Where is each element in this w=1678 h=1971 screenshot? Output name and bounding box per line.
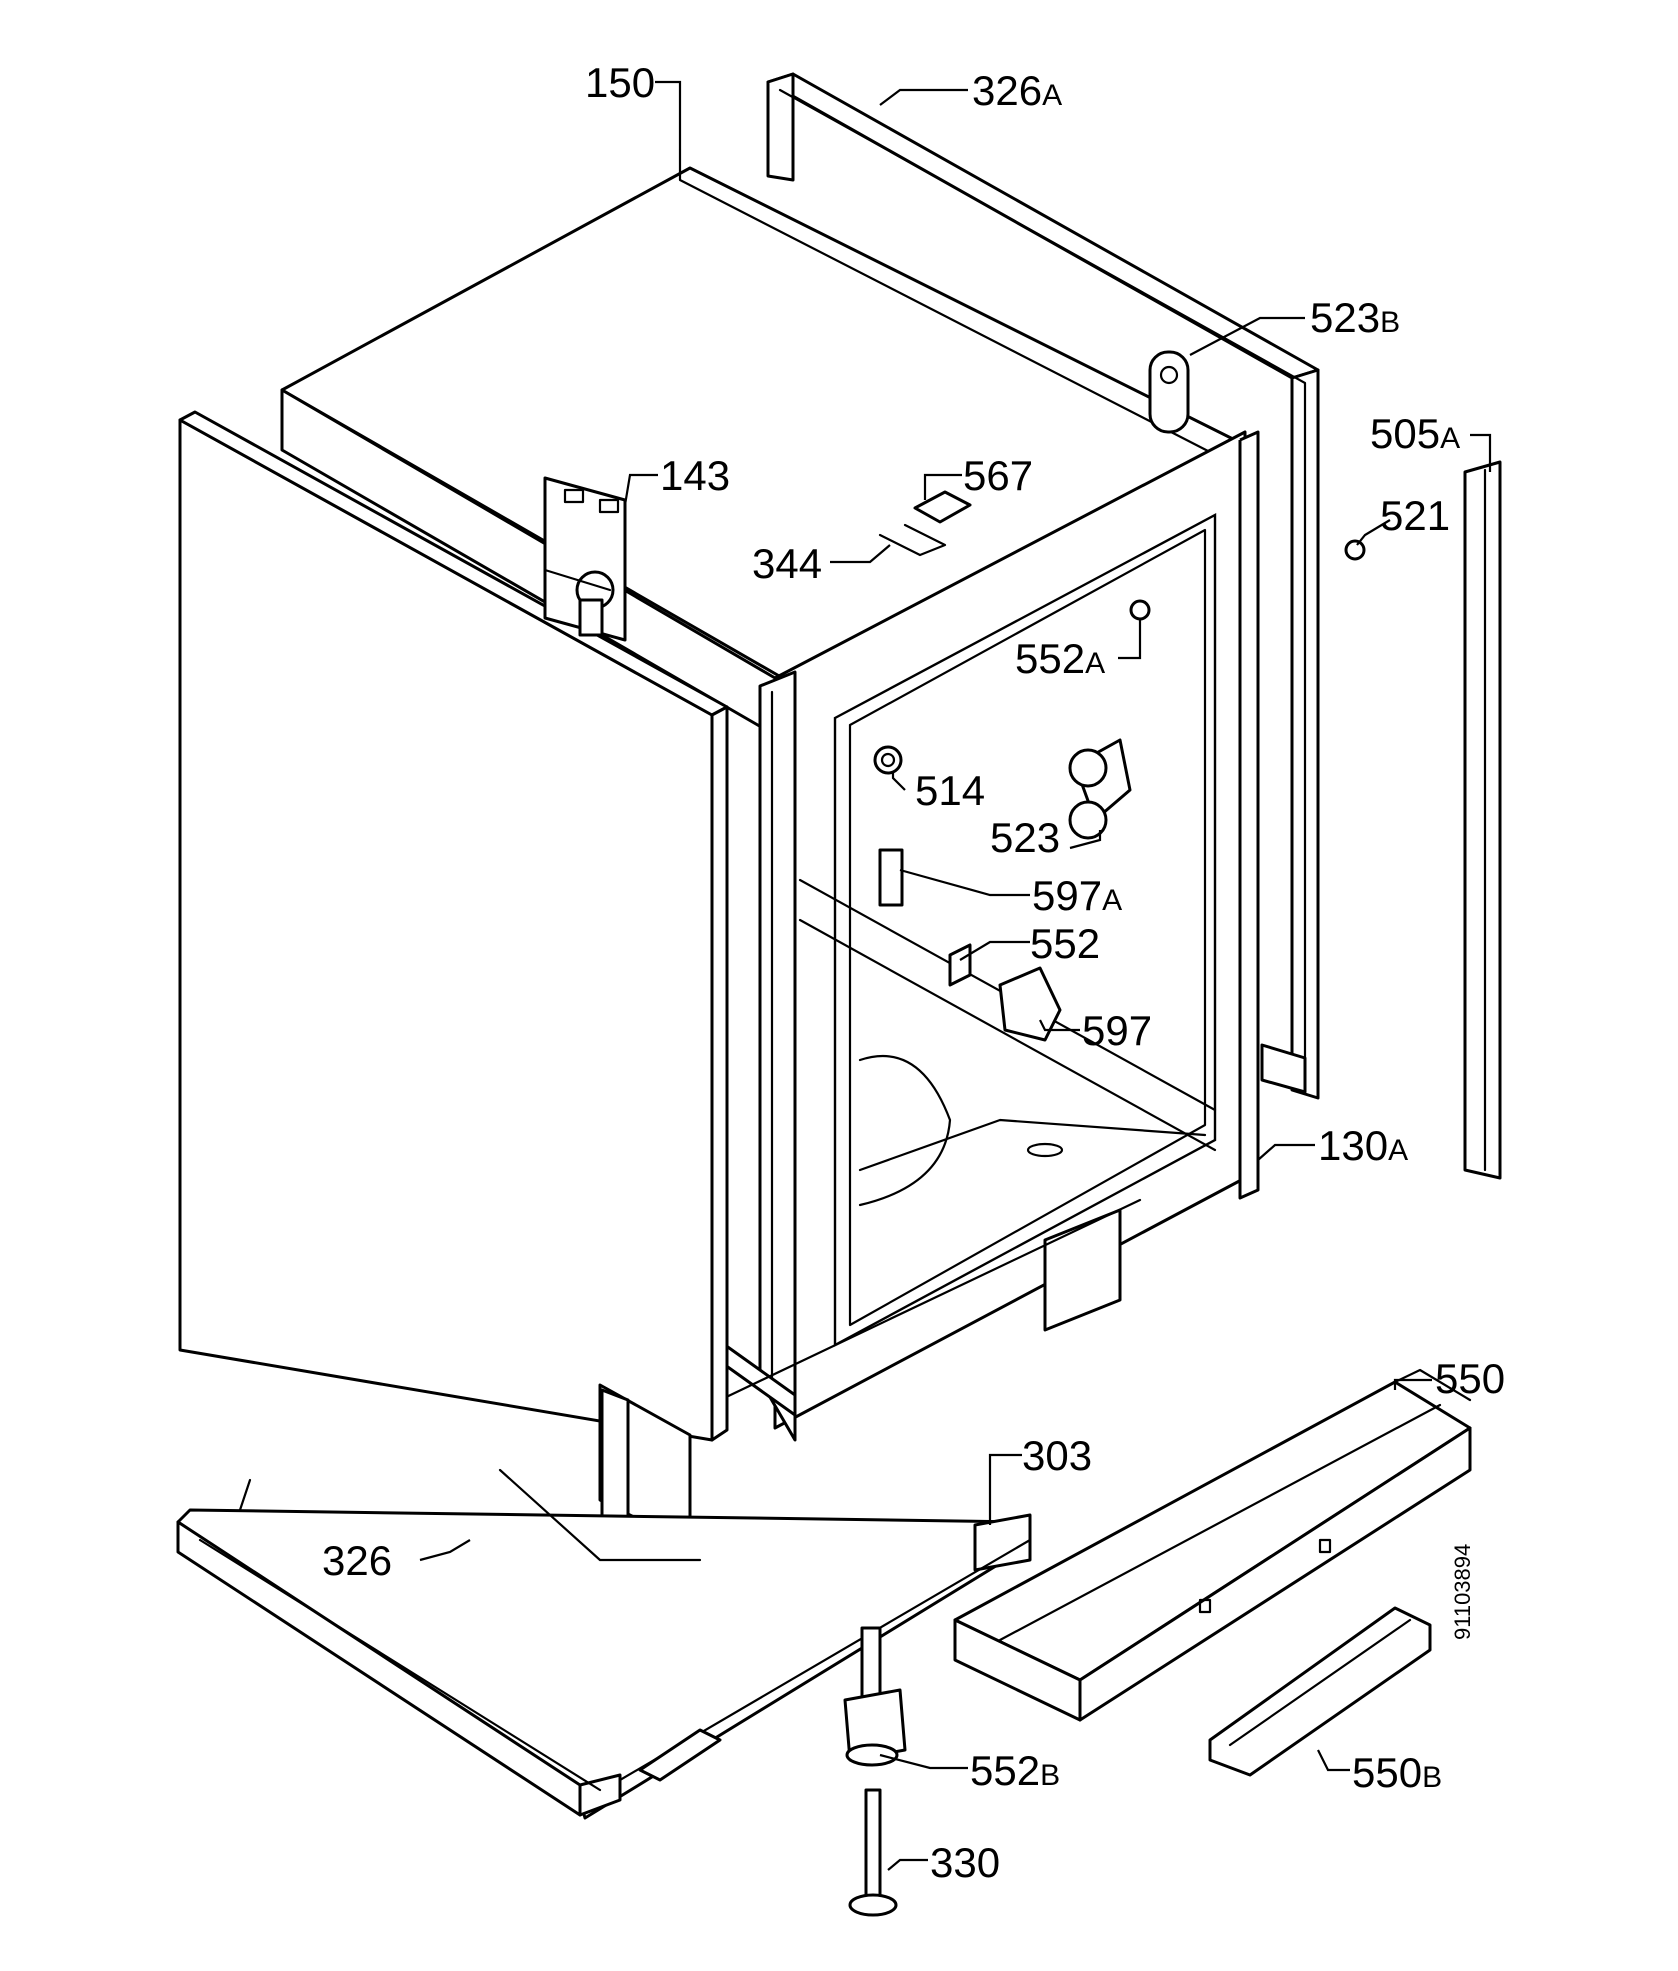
label-505A: 505A — [1370, 410, 1460, 457]
base-frame-303 — [176, 1468, 1032, 1820]
drawing-code: 91103894 — [1450, 1544, 1475, 1640]
screw-330 — [848, 1788, 898, 1917]
grommet-514 — [873, 745, 903, 775]
roller-bracket-523B — [1148, 350, 1190, 434]
label-326: 326 — [322, 1537, 392, 1584]
label-550: 550 — [1435, 1355, 1505, 1402]
back-panel-326A — [766, 72, 1320, 1100]
part-labels: 150 326A 523B 505A 521 143 567 344 552A … — [322, 59, 1505, 1886]
label-130A: 130A — [1318, 1122, 1408, 1169]
label-552B: 552B — [970, 1747, 1060, 1794]
plug-521 — [1344, 539, 1366, 561]
bracket-550B — [1208, 1606, 1432, 1777]
screw-552A — [1129, 599, 1151, 621]
label-303: 303 — [1022, 1432, 1092, 1479]
leader-lines — [419, 80, 1492, 1871]
label-567: 567 — [963, 452, 1033, 499]
clip-567 — [913, 490, 972, 524]
label-523B: 523B — [1310, 294, 1400, 341]
label-326A: 326A — [972, 67, 1062, 114]
label-552A: 552A — [1015, 635, 1105, 682]
label-344: 344 — [752, 540, 822, 587]
label-523: 523 — [990, 814, 1060, 861]
guide-552 — [948, 943, 972, 987]
spring-344 — [878, 523, 947, 557]
label-330: 330 — [930, 1839, 1000, 1886]
leveling-foot-552B — [843, 1626, 907, 1767]
label-550B: 550B — [1352, 1749, 1442, 1796]
latch-597A — [878, 848, 904, 907]
strip-505A — [1463, 460, 1502, 1180]
label-597: 597 — [1082, 1007, 1152, 1054]
plinth-550 — [953, 1368, 1472, 1722]
label-521: 521 — [1380, 492, 1450, 539]
label-552: 552 — [1030, 920, 1100, 967]
label-143: 143 — [660, 452, 730, 499]
latch-597 — [998, 966, 1062, 1042]
side-panel-326 — [178, 410, 729, 1607]
roller-523 — [1068, 738, 1132, 840]
label-150: 150 — [585, 59, 655, 106]
label-514: 514 — [915, 767, 985, 814]
hinge-143 — [543, 476, 627, 642]
label-597A: 597A — [1032, 872, 1122, 919]
front-frame-130A — [773, 430, 1260, 1430]
